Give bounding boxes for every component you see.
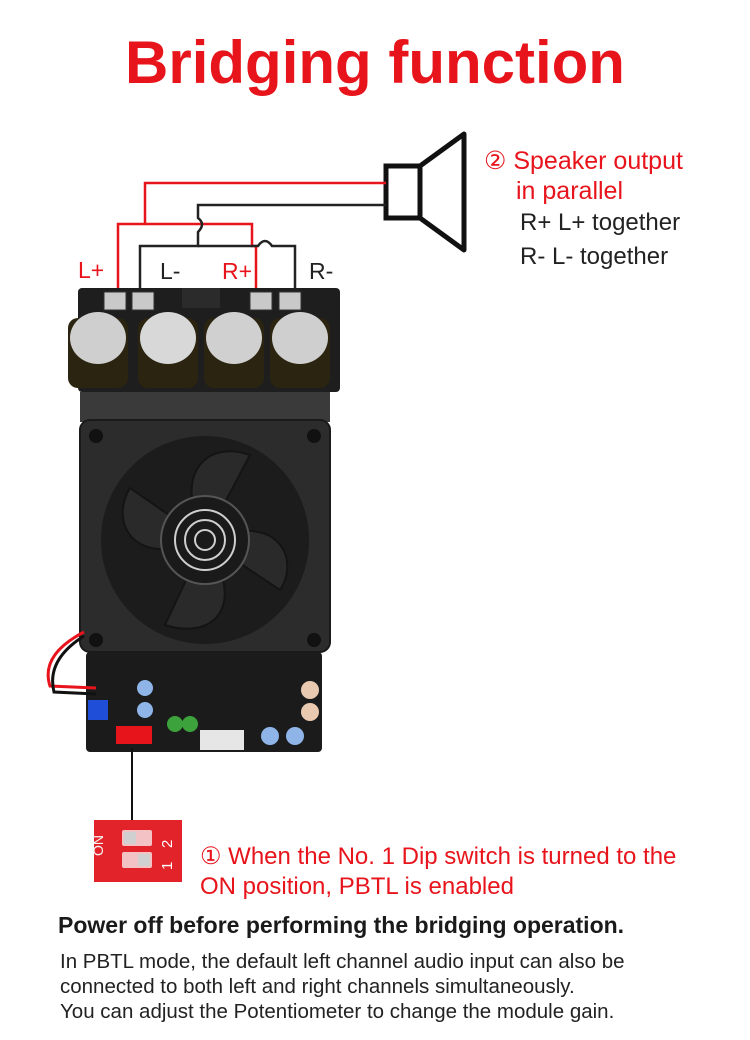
switch-label-2: 2 [159,840,176,848]
dip-switch-closeup: ON 2 1 [90,820,182,882]
page-title: Bridging function [125,29,625,96]
terminal-label-r-minus: R- [309,258,334,284]
fan-icon [101,436,309,644]
dip-note-line-2: ON position, PBTL is enabled [200,873,514,900]
dip-note-line-1: ① When the No. 1 Dip switch is turned to… [200,843,677,870]
speaker-note-title: ② Speaker output [484,147,683,175]
speaker-note-positive: R+ L+ together [520,209,681,236]
dip-switch [116,726,152,744]
terminal-label-r-plus: R+ [222,258,253,284]
amplifier-board [46,288,340,752]
description-line: In PBTL mode, the default left channel a… [60,950,625,973]
black-wires [138,203,386,296]
terminal-label-l-plus: L+ [78,257,105,283]
potentiometer [88,700,108,720]
switch-label-1: 1 [159,862,176,870]
terminal-label-l-minus: L- [160,258,181,284]
warning-text: Power off before performing the bridging… [58,912,625,938]
speaker-icon [383,131,467,253]
svg-text:ON: ON [90,835,106,856]
description-line: You can adjust the Potentiometer to chan… [60,1000,615,1023]
speaker-note-negative: R- L- together [520,243,669,270]
description-line: connected to both left and right channel… [60,975,575,998]
speaker-note-subtitle: in parallel [516,177,624,205]
capacitors [68,312,330,388]
